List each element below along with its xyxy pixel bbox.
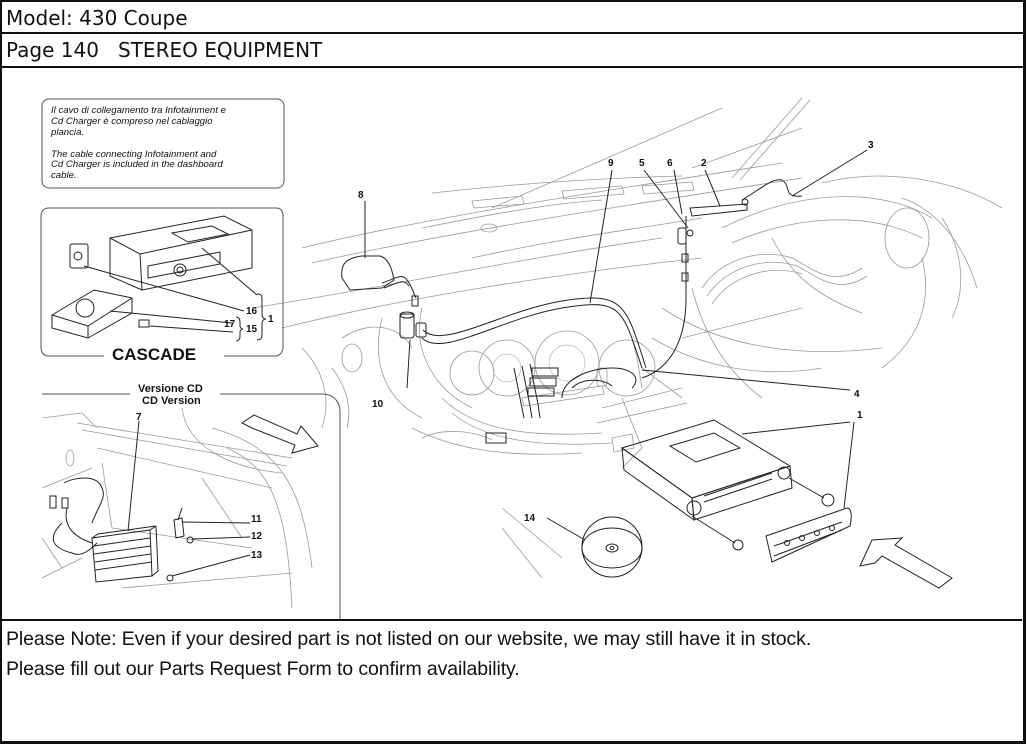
dashboard-lineart — [251, 97, 1003, 579]
cable-part-9 — [415, 297, 647, 369]
callout-6: 6 — [667, 158, 673, 169]
cd-version-label-it: Versione CD — [138, 383, 203, 395]
callout-15: 15 — [246, 324, 258, 335]
callout-13: 13 — [251, 550, 263, 561]
callout-8: 8 — [358, 190, 364, 201]
callout-7: 7 — [136, 412, 142, 423]
callout-1: 1 — [857, 410, 863, 421]
front-panel-part-1 — [765, 507, 852, 563]
page-header: Page 140 STEREO EQUIPMENT — [0, 34, 1025, 68]
info-english-line-1: The cable connecting Infotainment and — [51, 149, 217, 160]
info-english-line-2: Cd Charger is included in the dashboard — [51, 159, 223, 170]
cd-version-box: Versione CD CD Version — [41, 383, 341, 619]
cascade-label: CASCADE — [112, 345, 196, 364]
antenna-part-8 — [341, 255, 419, 307]
callout-3: 3 — [868, 140, 874, 151]
callout-1-cascade: 1 — [268, 314, 274, 325]
frame-left-border — [0, 0, 2, 744]
callout-12: 12 — [251, 531, 263, 542]
info-english-line-3: cable. — [51, 170, 77, 181]
callout-4: 4 — [854, 389, 860, 400]
model-label: Model: 430 Coupe — [6, 6, 188, 30]
model-header: Model: 430 Coupe — [0, 0, 1025, 34]
callout-11: 11 — [251, 514, 262, 525]
cascade-box: CASCADE 16 17 15 1 — [40, 207, 284, 364]
info-italian-line-3: plancia. — [50, 127, 84, 138]
harness-connectors — [485, 363, 637, 444]
callout-17: 17 — [224, 319, 236, 330]
head-unit-part-1 — [620, 419, 835, 551]
info-italian-line-2: Cd Charger è compreso nel cablaggio — [51, 116, 213, 127]
parts-diagram-svg: 1 2 3 4 5 6 8 9 10 14 Il cavo di collega… — [40, 97, 1003, 619]
direction-arrow — [859, 537, 953, 589]
parts-request-note: Please Note: Even if your desired part i… — [6, 624, 811, 684]
info-box: Il cavo di collegamento tra Infotainment… — [41, 98, 285, 189]
info-italian-line-1: Il cavo di collegamento tra Infotainment… — [51, 105, 226, 116]
note-line-2: Please fill out our Parts Request Form t… — [6, 658, 520, 680]
callout-5: 5 — [639, 158, 645, 169]
note-line-1: Please Note: Even if your desired part i… — [6, 628, 812, 650]
page-title: Page 140 STEREO EQUIPMENT — [6, 38, 323, 62]
cd-part-14 — [581, 516, 643, 578]
main-callouts: 1 2 3 4 5 6 8 9 10 14 — [358, 140, 874, 524]
callout-2: 2 — [701, 158, 707, 169]
callout-10: 10 — [372, 399, 384, 410]
wiring-parts-2-3-5-6 — [641, 179, 803, 379]
filter-part-10 — [399, 311, 415, 339]
callout-9: 9 — [608, 158, 614, 169]
main-leader-lines — [364, 149, 868, 541]
parts-diagram: 1 2 3 4 5 6 8 9 10 14 Il cavo di collega… — [2, 68, 1022, 621]
cd-version-label-en: CD Version — [142, 395, 201, 407]
callout-16: 16 — [246, 306, 258, 317]
callout-14: 14 — [524, 513, 536, 524]
